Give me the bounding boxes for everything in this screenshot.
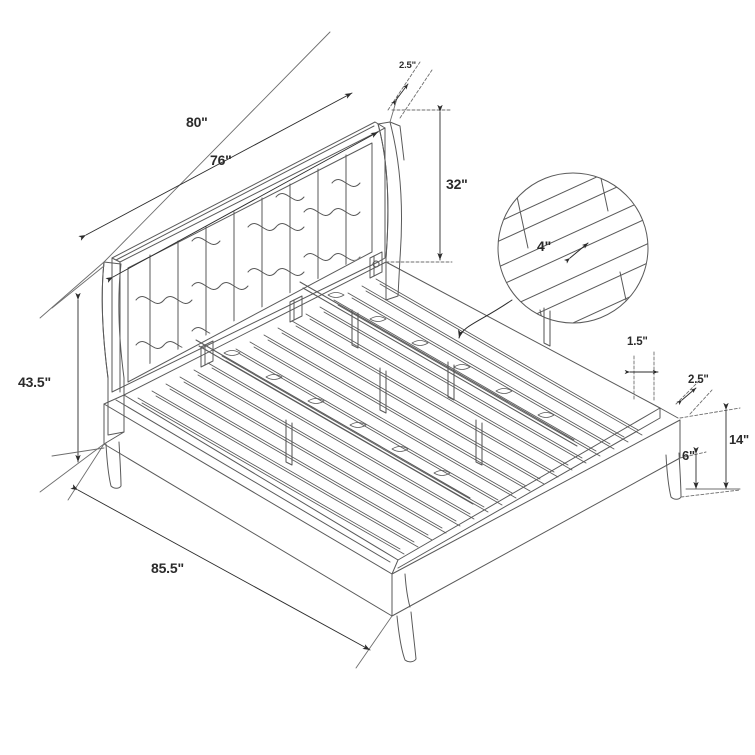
dimension-label-85-5: 85.5" — [151, 560, 184, 576]
center-support-legs — [285, 307, 551, 466]
dimension-label-1-5: 1.5" — [627, 336, 648, 348]
dimension-label-slat-width: 4" — [537, 238, 552, 254]
dimension-label-post-thickness-top: 2.5" — [399, 60, 416, 71]
dimension-label-6: 6" — [682, 448, 695, 463]
headboard-panel — [101, 121, 405, 436]
dimension-label-76: 76" — [210, 152, 232, 168]
dimension-label-32: 32" — [446, 176, 468, 192]
dimension-label-side-rail-thickness: 2.5" — [688, 374, 709, 386]
dimension-lines — [39, 31, 741, 669]
dimension-label-43-5: 43.5" — [18, 374, 51, 390]
dimension-label-80: 80" — [186, 114, 208, 130]
slat-platform — [137, 278, 643, 555]
center-support-rails — [195, 281, 578, 505]
detail-circle-callout — [458, 172, 649, 339]
headboard-tufting — [135, 154, 361, 383]
dimension-label-14: 14" — [729, 432, 750, 447]
bed-legs — [105, 441, 682, 663]
